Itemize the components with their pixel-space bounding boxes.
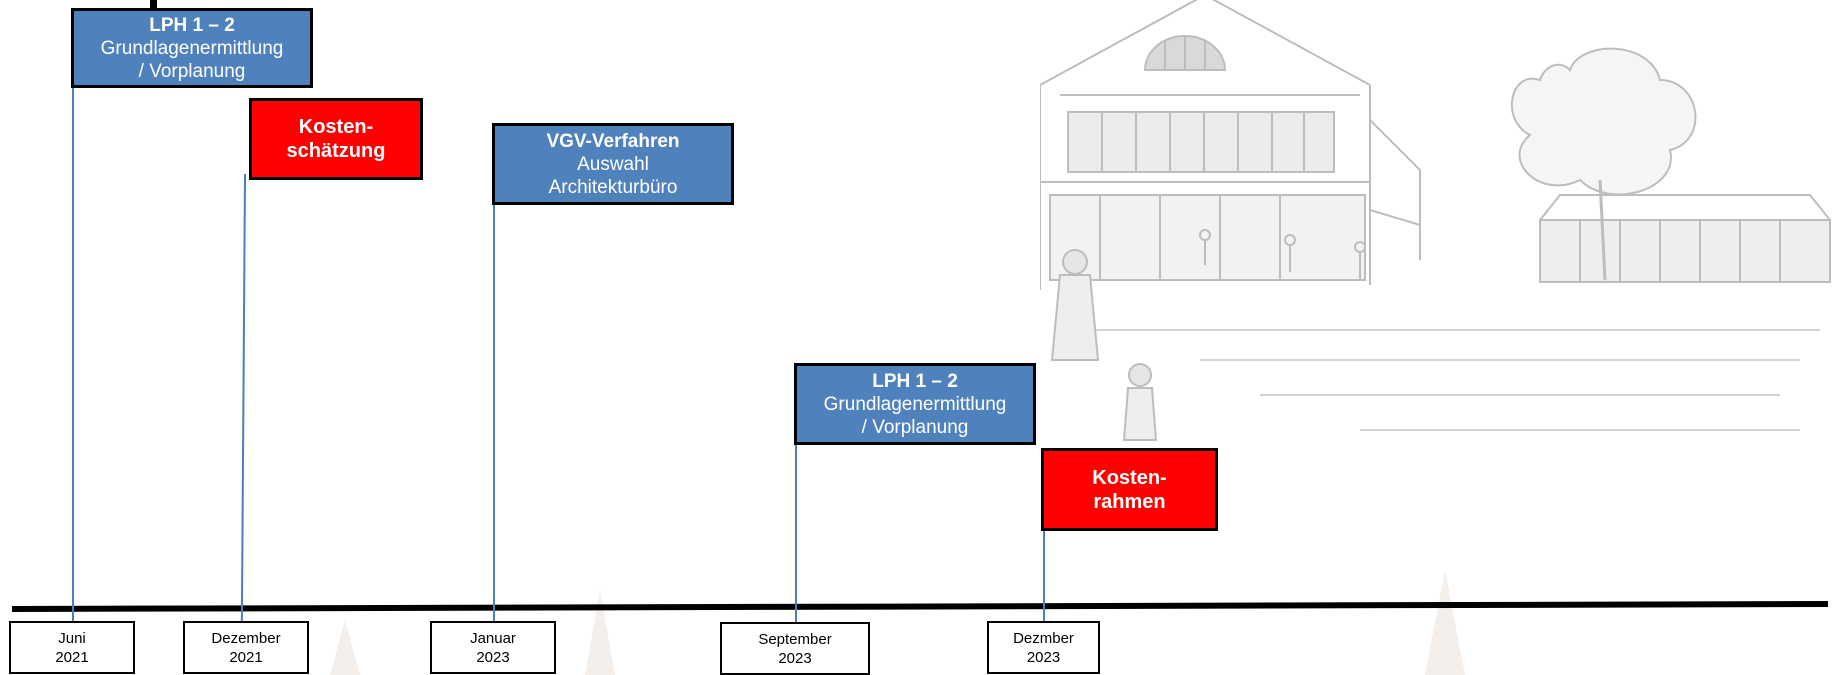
- date-label-dezmber-2023: Dezmber 2023: [987, 621, 1100, 674]
- milestone-line: / Vorplanung: [138, 60, 246, 82]
- milestone-title: Kosten-: [298, 116, 374, 138]
- date-year: 2023: [476, 648, 510, 666]
- date-month: Juni: [58, 629, 86, 647]
- milestone-title: rahmen: [1093, 490, 1166, 513]
- milestone-lph-2023: LPH 1 – 2 Grundlagenermittlung / Vorplan…: [794, 363, 1036, 445]
- milestone-line: / Vorplanung: [861, 416, 969, 438]
- milestone-title: VGV-Verfahren: [546, 130, 680, 152]
- milestone-vgv: VGV-Verfahren Auswahl Architekturbüro: [492, 123, 734, 205]
- connector-line: [240, 173, 246, 624]
- milestone-title: LPH 1 – 2: [872, 370, 958, 392]
- milestone-line: Architekturbüro: [548, 176, 678, 198]
- date-year: 2023: [778, 649, 812, 667]
- building-sketch-illustration: [1040, 0, 1831, 441]
- milestone-kostenrahmen: Kosten- rahmen: [1041, 448, 1218, 531]
- date-year: 2021: [229, 648, 263, 666]
- date-label-juni-2021: Juni 2021: [9, 621, 135, 674]
- milestone-title: LPH 1 – 2: [149, 14, 235, 36]
- date-label-dezember-2021: Dezember 2021: [183, 621, 309, 674]
- milestone-title: schätzung: [286, 140, 386, 162]
- milestone-line: Auswahl: [577, 153, 649, 175]
- milestone-title: Kosten-: [1092, 466, 1167, 489]
- milestone-line: Grundlagenermittlung: [823, 393, 1007, 415]
- date-year: 2023: [1026, 648, 1061, 666]
- date-month: Dezmber: [1013, 629, 1074, 647]
- connector-line: [1043, 525, 1045, 625]
- date-month: September: [758, 630, 832, 648]
- milestone-line: Grundlagenermittlung: [100, 37, 284, 59]
- connector-line: [795, 440, 797, 625]
- date-label-september-2023: September 2023: [720, 622, 870, 675]
- milestone-kostenschaetzung: Kosten- schätzung: [249, 98, 423, 180]
- date-year: 2021: [55, 648, 89, 666]
- milestone-lph-2021: LPH 1 – 2 Grundlagenermittlung / Vorplan…: [71, 8, 313, 88]
- timeline-axis: [11, 601, 1829, 612]
- date-label-januar-2023: Januar 2023: [430, 621, 556, 674]
- connector-line: [493, 198, 495, 626]
- date-month: Dezember: [211, 629, 281, 647]
- connector-line: [72, 76, 74, 624]
- watermark-graphic: [330, 570, 1465, 675]
- date-month: Januar: [470, 629, 516, 647]
- top-marker: [150, 0, 157, 12]
